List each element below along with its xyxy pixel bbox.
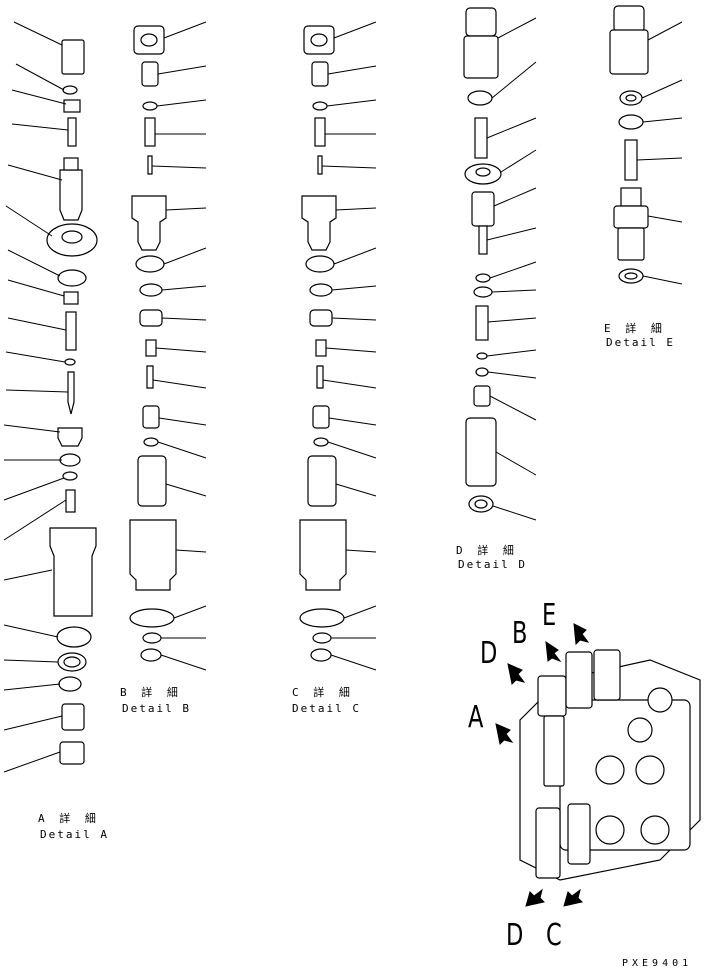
drawing-code: PXE9401 [622,958,693,969]
detail-e-caption-en: Detail E [606,336,675,349]
detail-c-caption-en: Detail C [292,702,361,715]
detail-e-caption-jp: E 詳 細 [604,322,666,335]
view-label-e: E [542,598,557,633]
view-label-a: A [468,700,484,735]
valve-assembly-view [495,623,701,907]
detail-e-parts [609,5,683,285]
detail-d-parts [463,7,537,521]
detail-a-caption-jp: A 詳 細 [38,812,100,825]
detail-b-parts [129,21,207,671]
view-label-d-bottom: D [506,918,524,953]
detail-a-caption-en: Detail A [40,828,109,841]
detail-d-caption-jp: D 詳 細 [456,544,518,557]
detail-d-caption-en: Detail D [458,558,527,571]
detail-c-caption-jp: C 詳 細 [292,686,354,699]
view-label-b: B [512,616,528,651]
detail-b-caption-en: Detail B [122,702,191,715]
view-label-d-top: D [480,636,498,671]
detail-c-parts [299,21,377,671]
detail-b-caption-jp: B 詳 細 [120,686,182,699]
detail-a-parts [3,21,98,773]
view-label-c: C [546,918,562,953]
